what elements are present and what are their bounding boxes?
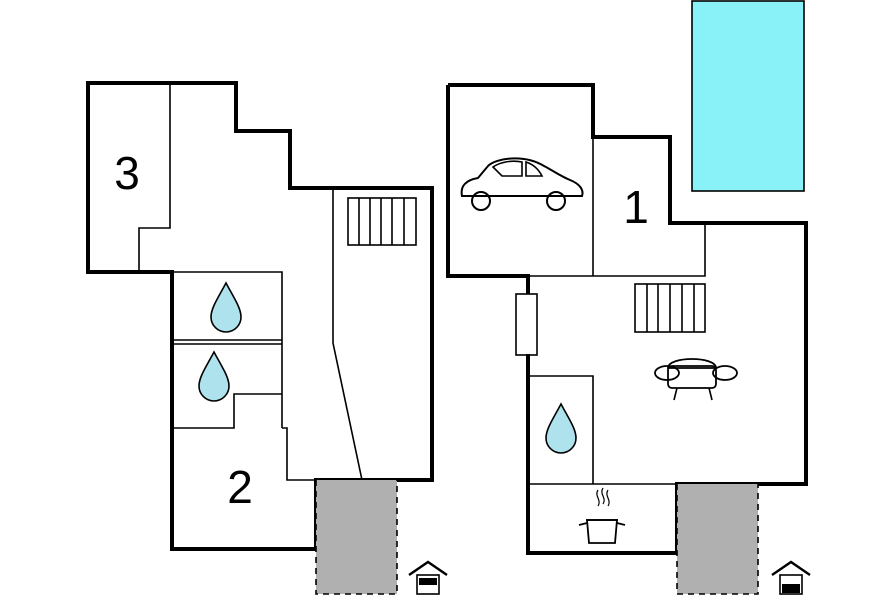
right-terrace [676, 484, 759, 595]
house-entrance-icon [408, 560, 448, 595]
sofa-icon [654, 358, 738, 401]
bedroom-3-label: 3 [114, 147, 140, 199]
left-interior-walls [138, 83, 363, 481]
bedroom-2-label: 2 [227, 461, 253, 513]
door-frame [515, 293, 538, 356]
water-drop-icon [210, 281, 242, 333]
car-icon [460, 157, 584, 211]
water-drop-icon [198, 350, 230, 402]
swimming-pool [691, 0, 805, 192]
left-terrace [315, 480, 398, 595]
bedroom-1-label: 1 [623, 181, 649, 233]
right-building: 1 [446, 83, 811, 595]
right-interior-walls [528, 137, 706, 485]
house-entrance-icon [771, 560, 811, 595]
radiator-icon [634, 283, 706, 333]
water-drop-icon [545, 402, 577, 454]
left-building: 3 2 [86, 81, 448, 595]
cooking-pot-icon [578, 487, 626, 544]
right-building-outer-wall [448, 83, 808, 555]
radiator-icon [347, 197, 417, 246]
